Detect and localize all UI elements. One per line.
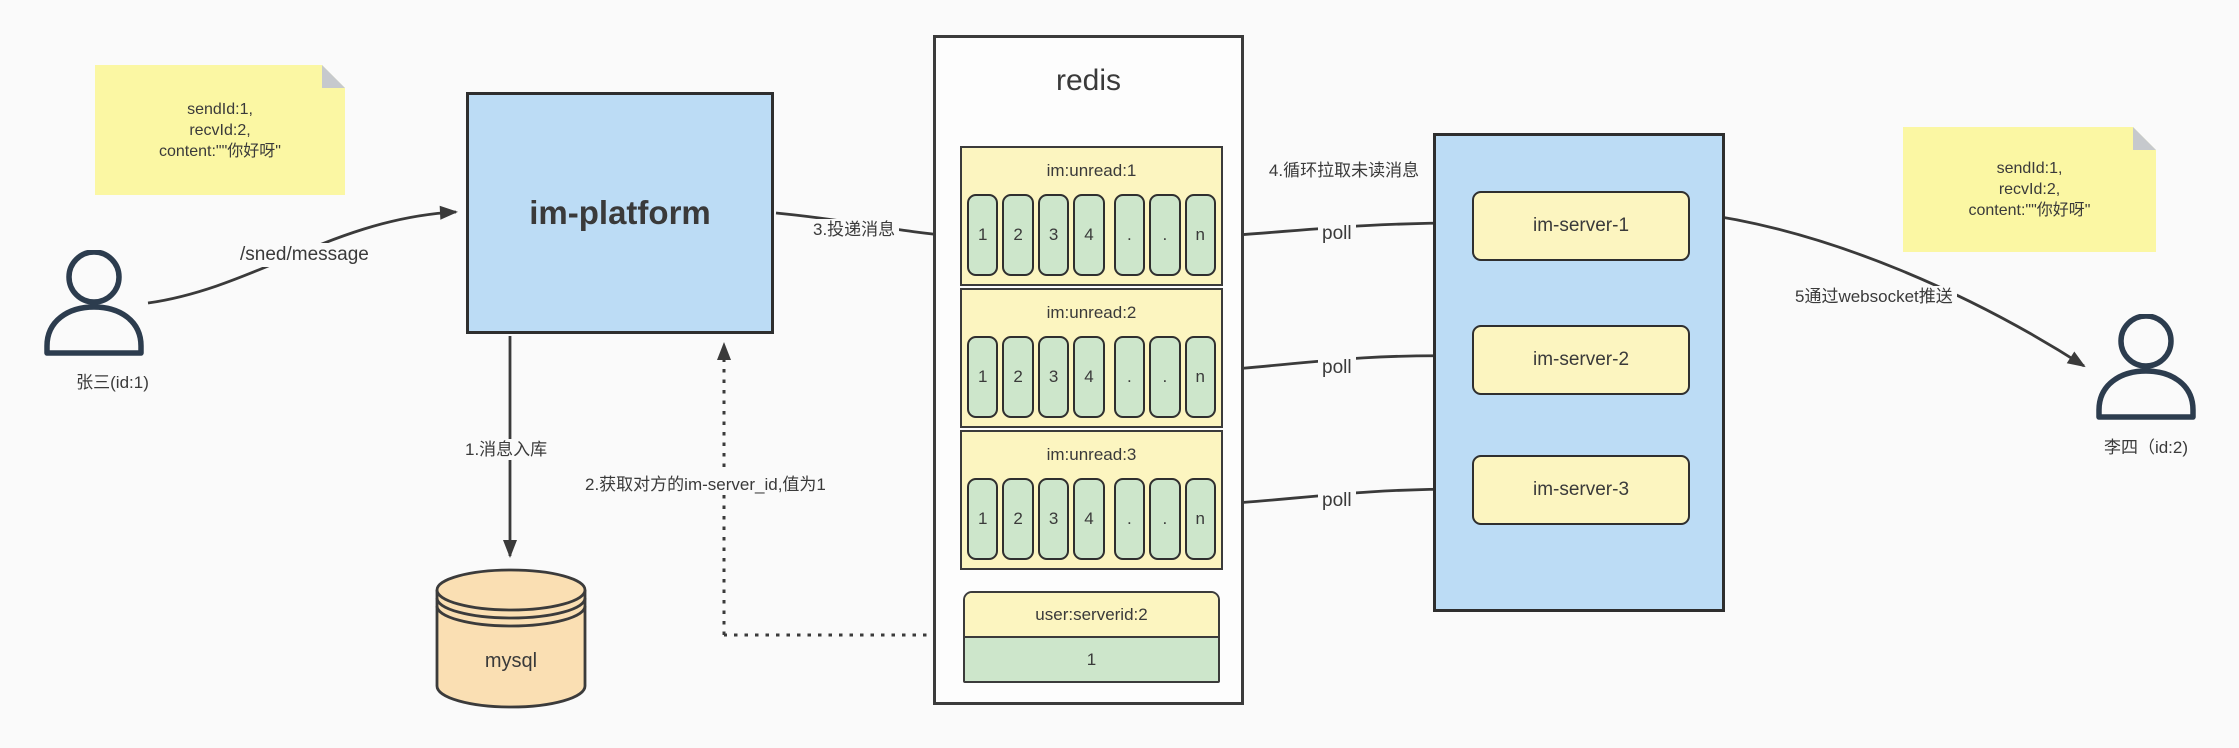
deliver-label: 3.投递消息	[809, 219, 900, 241]
sticky-note-left: sendId:1, recvId:2, content:""你好呀"	[95, 65, 345, 195]
queue-cell: .	[1113, 336, 1146, 418]
queue-cell: 2	[1002, 478, 1034, 560]
send-message-label: /sned/message	[236, 243, 373, 267]
im-server-2-box: im-server-2	[1472, 325, 1690, 395]
queue-cell: 4	[1073, 336, 1105, 418]
websocket-push-label: 5通过websocket推送	[1791, 286, 1957, 308]
queue-cell: .	[1149, 478, 1181, 560]
queue-cell: n	[1184, 194, 1216, 276]
queue-cell: 3	[1037, 194, 1070, 276]
poll-label-3: poll	[1318, 489, 1356, 513]
queue-cell: .	[1113, 478, 1146, 560]
im-server-1-box: im-server-1	[1472, 191, 1690, 261]
queue-title: im:unread:2	[1046, 303, 1137, 322]
queue-cells: 1 2 3 4 . . n	[962, 478, 1221, 560]
sender-label: 张三(id:1)	[76, 373, 149, 392]
im-platform-label: im-platform	[529, 194, 711, 231]
note-line: content:""你好呀"	[159, 142, 281, 160]
queue-cell: 3	[1037, 478, 1070, 560]
note-line: recvId:2,	[1998, 181, 2061, 198]
im-platform-box: im-platform	[466, 92, 774, 334]
mysql-label: mysql	[484, 650, 538, 672]
queue-cell: 4	[1073, 478, 1105, 560]
redis-title: redis	[1055, 64, 1122, 97]
queue-cells: 1 2 3 4 . . n	[962, 336, 1221, 418]
note-line: sendId:1,	[187, 100, 253, 118]
note-line: recvId:2,	[189, 121, 251, 139]
user-serverid-value: 1	[965, 638, 1218, 681]
user-serverid-key: user:serverid:2	[965, 593, 1218, 638]
im-server-cluster: im-server-1 im-server-2 im-server-3	[1433, 133, 1725, 612]
poll-label-2: poll	[1318, 356, 1356, 380]
note-line: content:""你好呀"	[1968, 202, 2091, 219]
poll-label-1: poll	[1318, 222, 1356, 246]
receiver-label: 李四（id:2)	[2103, 438, 2189, 457]
queue-cell: 4	[1073, 194, 1105, 276]
redis-queue-2: im:unread:2 1 2 3 4 . . n	[960, 288, 1223, 428]
queue-cell: n	[1184, 336, 1216, 418]
queue-cell: .	[1149, 336, 1181, 418]
user-icon-sender	[44, 250, 144, 356]
im-server-3-box: im-server-3	[1472, 455, 1690, 525]
queue-title: im:unread:1	[1046, 161, 1137, 180]
queue-cell: n	[1184, 478, 1216, 560]
pull-unread-label: 4.循环拉取未读消息	[1256, 160, 1432, 182]
redis-queue-3: im:unread:3 1 2 3 4 . . n	[960, 430, 1223, 570]
queue-cell: 2	[1002, 336, 1034, 418]
queue-cell: 1	[967, 194, 999, 276]
redis-container: redis im:unread:1 1 2 3 4 . . n im:unrea…	[933, 35, 1244, 705]
queue-cell: 1	[967, 478, 999, 560]
user-serverid-box: user:serverid:2 1	[963, 591, 1220, 683]
queue-cell: 1	[967, 336, 999, 418]
mysql-cylinder-icon	[435, 568, 587, 709]
redis-queue-1: im:unread:1 1 2 3 4 . . n	[960, 146, 1223, 286]
store-db-label: 1.消息入库	[461, 439, 552, 461]
queue-cell: 3	[1037, 336, 1070, 418]
queue-title: im:unread:3	[1046, 445, 1137, 464]
sticky-note-right: sendId:1, recvId:2, content:""你好呀"	[1903, 127, 2156, 252]
queue-cells: 1 2 3 4 . . n	[962, 194, 1221, 276]
user-icon-receiver	[2096, 314, 2196, 420]
queue-cell: 2	[1002, 194, 1034, 276]
queue-cell: .	[1149, 194, 1181, 276]
queue-cell: .	[1113, 194, 1146, 276]
lookup-serverid-label: 2.获取对方的im-server_id,值为1	[581, 474, 830, 496]
note-line: sendId:1,	[1996, 160, 2063, 177]
